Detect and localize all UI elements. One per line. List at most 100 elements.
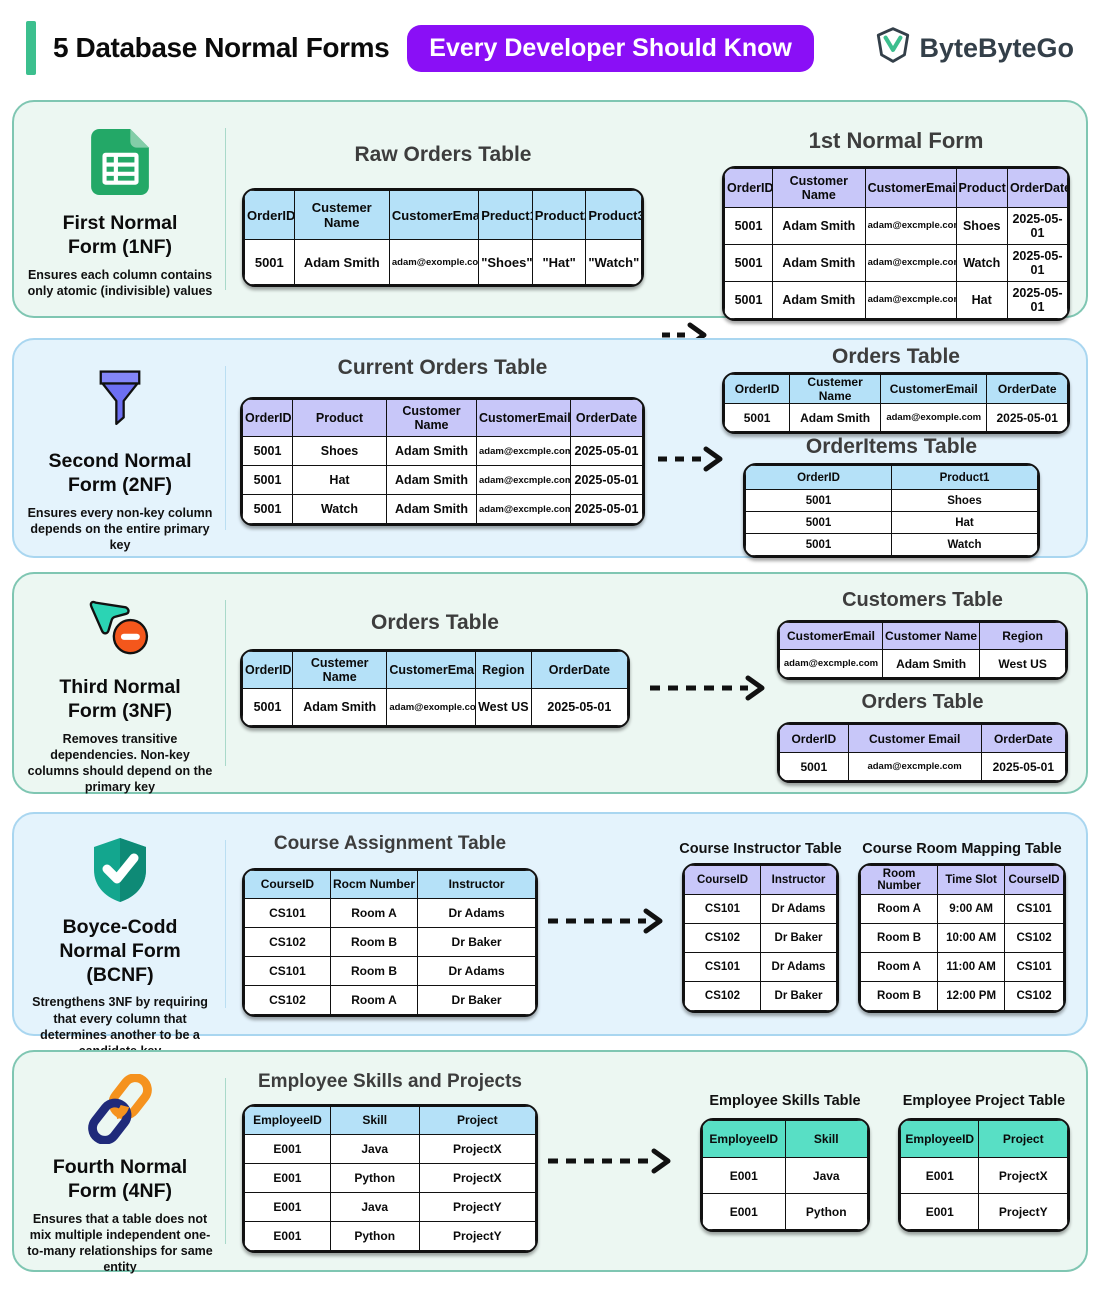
table-cell: Shoes — [955, 206, 1008, 245]
table-cell: Adam Smith — [881, 649, 981, 678]
table-cell: Java — [329, 1191, 420, 1222]
section-title: Boyce-Codd Normal Form (BCNF) — [59, 916, 181, 986]
table-cell: CS101 — [1004, 894, 1064, 925]
table-cell: CS102 — [244, 984, 331, 1015]
column-header: Instructor — [760, 865, 837, 896]
table-cell: E001 — [244, 1191, 331, 1222]
table-cell: ProjectX — [978, 1157, 1068, 1195]
table-cell: 5001 — [745, 533, 892, 557]
panel-bcnf: Boyce-Codd Normal Form (BCNF) Strengthen… — [14, 814, 226, 1058]
table-cell: E001 — [244, 1220, 331, 1251]
table-cell: adam@excmple.com — [864, 280, 957, 319]
table-title: OrderItems Table — [805, 435, 978, 458]
funnel-icon — [87, 362, 153, 438]
flow-arrow-icon — [546, 908, 664, 934]
column-header: Rocm Number — [329, 869, 419, 899]
table-cell: Java — [329, 1133, 420, 1164]
table-title: Current Orders Table — [337, 356, 548, 379]
table-cell: Room B — [329, 926, 419, 957]
table-cell: 2025-05-01 — [570, 465, 643, 496]
table-title: Orders Table — [371, 611, 499, 634]
column-header: CustomerEmail — [476, 399, 571, 438]
column-header: Preduct1 — [478, 190, 533, 241]
table-cell: Adam Smith — [292, 688, 388, 727]
table-cell: Hat — [292, 465, 387, 496]
table-cell: 2025-05-01 — [1006, 206, 1068, 245]
table-title: Raw Orders Table — [354, 143, 532, 166]
table-cell: 5001 — [242, 465, 293, 496]
column-header: CustomerEmail — [880, 374, 988, 405]
column-header: OrderDate — [980, 724, 1066, 753]
bytebytego-icon — [875, 26, 911, 70]
flow-arrow-icon — [648, 675, 766, 701]
section-bcnf: Boyce-Codd Normal Form (BCNF) Strengthen… — [12, 812, 1088, 1058]
column-header: CustomerEmail — [779, 622, 883, 650]
section-description: Removes transitive dependencies. Non-key… — [27, 731, 213, 795]
table-cell: "Hat" — [531, 239, 587, 286]
table-cell: 5001 — [779, 752, 849, 781]
table-cell: CS102 — [684, 923, 761, 954]
table-cell: 2025-05-01 — [980, 752, 1066, 781]
column-header: OrderDate — [570, 399, 643, 438]
table-cell: CS101 — [684, 894, 761, 925]
table-cell: 9:00 AM — [937, 894, 1006, 925]
table-cell: adam@excmple.com — [476, 494, 571, 525]
table-cell: 10:00 AM — [937, 923, 1006, 954]
table-cell: CS102 — [244, 926, 331, 957]
table-cell: adam@excmple.com — [476, 436, 571, 467]
column-header: Product3 — [585, 190, 642, 241]
table-cell: CS101 — [684, 952, 761, 983]
panel-4nf: Fourth Normal Form (4NF) Ensures that a … — [14, 1052, 226, 1274]
table-cell: adam@excmple.com — [864, 206, 957, 245]
column-header: Product — [292, 399, 387, 438]
table-cell: adam@exomple.com — [386, 688, 476, 727]
table-cell: Adam Smith — [386, 436, 477, 467]
table-cell: Dr Adams — [417, 897, 536, 928]
table-cell: 2025-05-01 — [1006, 243, 1068, 282]
table-cell: 12:00 PM — [937, 981, 1006, 1012]
chain-links-icon — [82, 1074, 158, 1144]
table-title: Employee Skills and Projects — [258, 1071, 522, 1092]
panel-3nf: Third Normal Form (3NF) Removes transiti… — [14, 574, 226, 794]
table-cell: CS102 — [684, 981, 761, 1012]
column-header: Skill — [784, 1120, 868, 1159]
accent-bar — [26, 21, 36, 75]
column-header: Customer Name — [772, 167, 866, 208]
column-header: Room Number — [860, 865, 939, 896]
table-cell: 2025-05-01 — [1006, 280, 1068, 319]
table-cell: Adam Smith — [386, 494, 477, 525]
table-cell: Dr Baker — [417, 926, 536, 957]
section-description: Ensures that a table does not mix multip… — [27, 1211, 213, 1275]
table-cell: Watch — [955, 243, 1008, 282]
table-title: Orders Table — [832, 345, 960, 368]
table-cell: adam@excmple.com — [779, 649, 883, 678]
table-cell: 5001 — [242, 494, 293, 525]
table-cell: West US — [474, 688, 532, 727]
column-header: OrderID — [724, 374, 791, 405]
